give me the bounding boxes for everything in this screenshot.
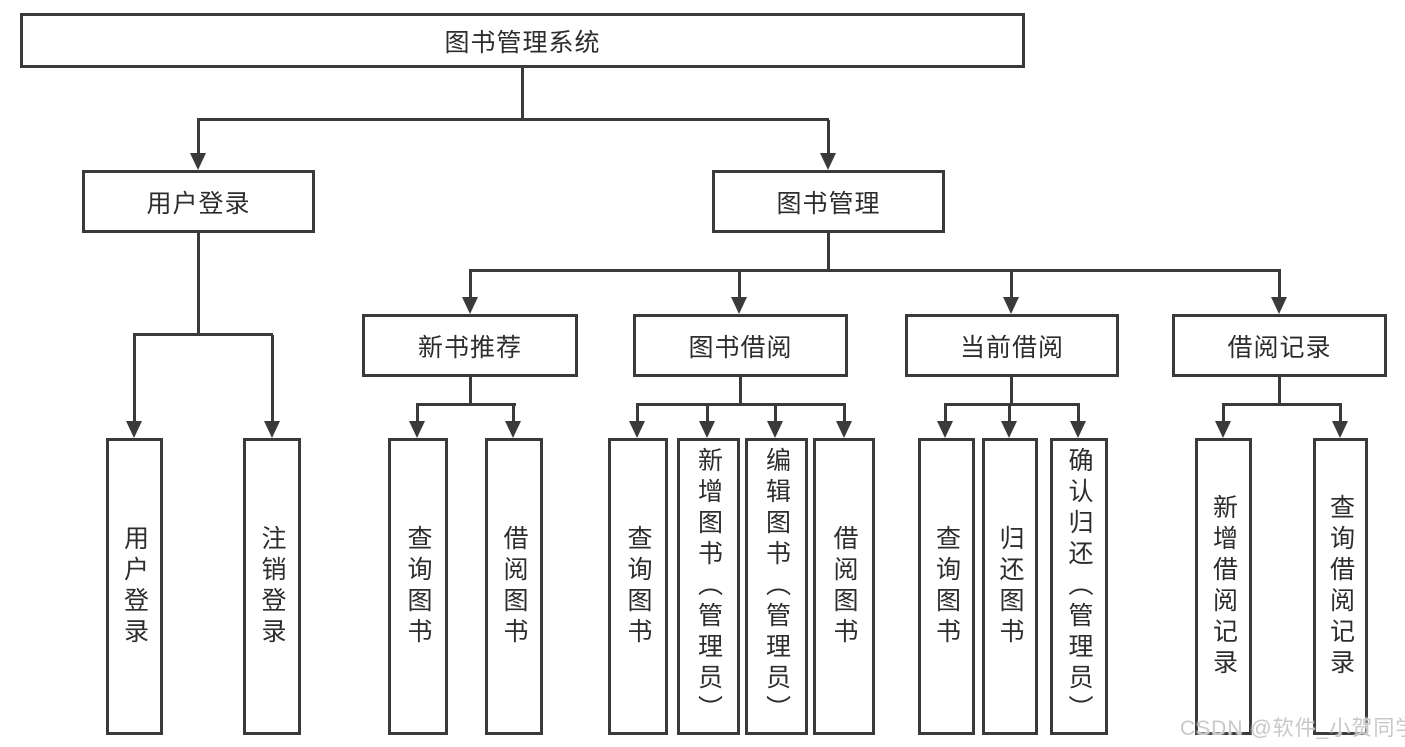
csdn-watermark: CSDN @软件_小贺同学	[1180, 717, 1405, 740]
connector-stem	[944, 405, 947, 421]
connector-root-rail	[197, 118, 829, 121]
arrowhead-down-icon	[505, 421, 521, 438]
connector-rail	[416, 403, 516, 406]
arrowhead-down-icon	[126, 421, 142, 438]
node-borrowing-records: 借阅记录	[1172, 314, 1387, 377]
arrowhead-down-icon	[1001, 421, 1017, 438]
connector-rail	[133, 333, 273, 336]
connector-rail	[1222, 403, 1342, 406]
connector-stem	[827, 233, 830, 271]
leaf-add-borrow-record: 新增借阅记录	[1195, 438, 1252, 735]
arrowhead-down-icon	[264, 421, 280, 438]
arrowhead-down-icon	[190, 153, 206, 170]
arrowhead-down-icon	[1332, 421, 1348, 438]
connector-stem	[133, 335, 136, 421]
arrowhead-down-icon	[767, 421, 783, 438]
node-book-borrowing: 图书借阅	[633, 314, 848, 377]
arrowhead-down-icon	[1271, 297, 1287, 314]
arrowhead-down-icon	[836, 421, 852, 438]
connector-rail	[944, 403, 1080, 406]
connector-stem	[416, 405, 419, 421]
connector-stem	[271, 335, 274, 421]
connector-rail	[469, 269, 1281, 272]
connector-stem	[1010, 271, 1013, 297]
connector-stem	[1278, 271, 1281, 297]
leaf-return-books: 归还图书	[982, 438, 1038, 735]
leaf-user-login: 用户登录	[106, 438, 163, 735]
leaf-edit-books-admin: 编辑图书（管理员）	[745, 438, 808, 735]
connector-stem	[1008, 405, 1011, 421]
connector-stem	[706, 405, 709, 421]
node-user-login: 用户登录	[82, 170, 315, 233]
node-current-borrowing: 当前借阅	[905, 314, 1119, 377]
arrowhead-down-icon	[699, 421, 715, 438]
arrowhead-down-icon	[1215, 421, 1231, 438]
arrowhead-down-icon	[1003, 297, 1019, 314]
connector-stem	[469, 271, 472, 297]
arrowhead-down-icon	[820, 153, 836, 170]
leaf-confirm-return-admin: 确认归还（管理员）	[1050, 438, 1108, 735]
leaf-add-books-admin: 新增图书（管理员）	[677, 438, 740, 735]
connector-stem	[1339, 405, 1342, 421]
node-new-book-recommendation: 新书推荐	[362, 314, 578, 377]
leaf-query-books-recommend: 查询图书	[388, 438, 448, 735]
connector-stem	[197, 233, 200, 335]
arrowhead-down-icon	[409, 421, 425, 438]
connector-stem	[827, 120, 830, 154]
connector-stem	[197, 120, 200, 154]
connector-stem	[512, 405, 515, 421]
connector-stem	[1278, 377, 1281, 405]
leaf-borrow-books-borrowing: 借阅图书	[813, 438, 875, 735]
connector-stem	[739, 377, 742, 405]
connector-stem	[636, 405, 639, 421]
arrowhead-down-icon	[629, 421, 645, 438]
connector-root-stem	[521, 68, 524, 120]
leaf-query-books-borrowing: 查询图书	[608, 438, 668, 735]
connector-stem	[1077, 405, 1080, 421]
connector-stem	[1222, 405, 1225, 421]
node-book-management: 图书管理	[712, 170, 945, 233]
connector-stem	[469, 377, 472, 405]
arrowhead-down-icon	[731, 297, 747, 314]
connector-rail	[636, 403, 846, 406]
leaf-logout-login: 注销登录	[243, 438, 301, 735]
arrowhead-down-icon	[462, 297, 478, 314]
connector-stem	[1010, 377, 1013, 405]
leaf-query-books-current: 查询图书	[918, 438, 975, 735]
node-library-management-system: 图书管理系统	[20, 13, 1025, 68]
arrowhead-down-icon	[1070, 421, 1086, 438]
leaf-query-borrow-record: 查询借阅记录	[1313, 438, 1368, 735]
arrowhead-down-icon	[937, 421, 953, 438]
leaf-borrow-books-recommend: 借阅图书	[485, 438, 543, 735]
connector-stem	[774, 405, 777, 421]
connector-stem	[843, 405, 846, 421]
connector-stem	[738, 271, 741, 297]
